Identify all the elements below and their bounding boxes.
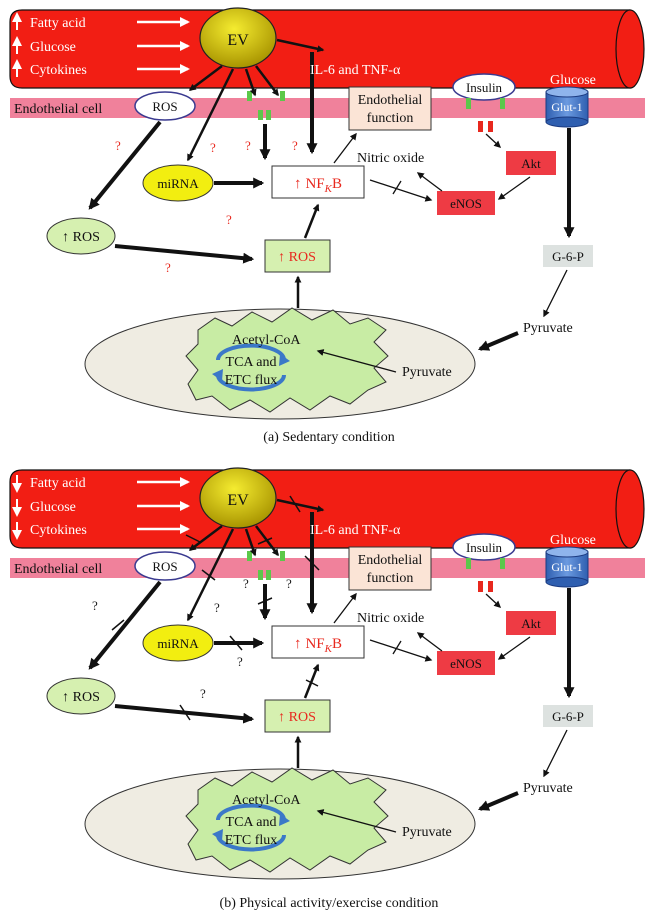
- pyruvate-out-label: Pyruvate: [523, 321, 573, 336]
- akt-label: Akt: [521, 156, 541, 171]
- glucose-blood-label: Glucose: [550, 73, 596, 88]
- ros-box-label: ↑ ROS: [278, 710, 316, 725]
- ros-left-label: ↑ ROS: [62, 690, 100, 705]
- panel-a-caption: (a) Sedentary condition: [263, 430, 394, 445]
- endothelial-cell-label: Endothelial cell: [14, 102, 102, 117]
- il6-tnf-label: IL-6 and TNF-α: [310, 523, 401, 538]
- blood-item-fatty-acid: Fatty acid: [30, 16, 86, 31]
- blood-item-fatty-acid: Fatty acid: [30, 476, 86, 491]
- glucose-blood-label: Glucose: [550, 533, 596, 548]
- nfkb-arrow: ↑: [294, 636, 302, 652]
- glut1-label: Glut-1: [551, 560, 582, 574]
- il6-tnf-label: IL-6 and TNF-α: [310, 63, 401, 78]
- tca-label-line2: ETC flux: [225, 833, 278, 848]
- endothelial-function-line1: Endothelial: [358, 553, 423, 568]
- g6p-label: G-6-P: [552, 709, 584, 724]
- question-mark: ?: [243, 576, 249, 591]
- acetyl-coa-label: Acetyl-CoA: [232, 793, 301, 808]
- question-mark: ?: [165, 260, 171, 275]
- question-mark: ?: [210, 140, 216, 155]
- blood-item-cytokines: Cytokines: [30, 63, 87, 78]
- nfkb-label: ↑NFKB: [294, 636, 342, 655]
- endothelial-function-line1: Endothelial: [358, 93, 423, 108]
- question-mark: ?: [92, 598, 98, 613]
- g6p-label: G-6-P: [552, 249, 584, 264]
- pyruvate-in-label: Pyruvate: [402, 825, 452, 840]
- tca-label-line1: TCA and: [226, 815, 277, 830]
- pyruvate-in-label: Pyruvate: [402, 365, 452, 380]
- mirna-label: miRNA: [157, 176, 199, 191]
- panel-a: Fatty acid Glucose Cytokines EV IL-6 and…: [10, 8, 645, 445]
- blood-item-glucose: Glucose: [30, 500, 76, 515]
- nfkb-b: B: [332, 636, 342, 652]
- question-mark: ?: [292, 138, 298, 153]
- nfkb-nf: NF: [305, 636, 324, 652]
- ev-label: EV: [227, 492, 249, 509]
- mirna-label: miRNA: [157, 636, 199, 651]
- question-marks-a: ? ? ? ? ? ?: [115, 138, 298, 275]
- nfkb-nf: NF: [305, 176, 324, 192]
- question-mark: ?: [226, 212, 232, 227]
- ros-box-label: ↑ ROS: [278, 250, 316, 265]
- insulin-label: Insulin: [466, 540, 503, 555]
- question-mark: ?: [115, 138, 121, 153]
- insulin-label: Insulin: [466, 80, 503, 95]
- nfkb-b: B: [332, 176, 342, 192]
- glut1-label: Glut-1: [551, 100, 582, 114]
- enos-label: eNOS: [450, 196, 482, 211]
- question-mark: ?: [214, 600, 220, 615]
- acetyl-coa-label: Acetyl-CoA: [232, 333, 301, 348]
- tca-label-line1: TCA and: [226, 355, 277, 370]
- nfkb-arrow: ↑: [294, 176, 302, 192]
- panel-b-caption: (b) Physical activity/exercise condition: [220, 896, 439, 911]
- membrane-ros-label: ROS: [152, 99, 177, 114]
- nfkb-k: K: [324, 183, 333, 195]
- enos-label: eNOS: [450, 656, 482, 671]
- membrane-ros-label: ROS: [152, 559, 177, 574]
- nitric-oxide-label: Nitric oxide: [357, 151, 424, 166]
- tca-label-line2: ETC flux: [225, 373, 278, 388]
- question-mark: ?: [286, 576, 292, 591]
- question-mark: ?: [245, 138, 251, 153]
- question-marks-b: ? ? ? ? ? ?: [92, 576, 292, 701]
- nfkb-k: K: [324, 643, 333, 655]
- ros-left-label: ↑ ROS: [62, 230, 100, 245]
- endothelial-function-line2: function: [367, 571, 414, 586]
- panel-b: Fatty acid Glucose Cytokines EV IL-6 and…: [10, 468, 645, 911]
- blood-item-cytokines: Cytokines: [30, 523, 87, 538]
- blood-item-glucose: Glucose: [30, 40, 76, 55]
- endothelial-function-line2: function: [367, 111, 414, 126]
- pyruvate-out-label: Pyruvate: [523, 781, 573, 796]
- akt-label: Akt: [521, 616, 541, 631]
- nfkb-label: ↑NFKB: [294, 176, 342, 195]
- endothelial-cell-label: Endothelial cell: [14, 562, 102, 577]
- nitric-oxide-label: Nitric oxide: [357, 611, 424, 626]
- question-mark: ?: [237, 654, 243, 669]
- question-mark: ?: [200, 686, 206, 701]
- ev-label: EV: [227, 32, 249, 49]
